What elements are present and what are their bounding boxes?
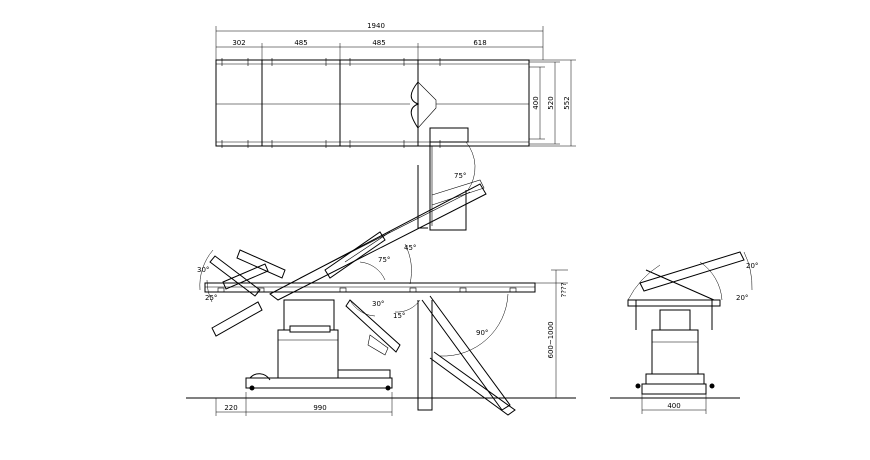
side-view: 30° 25° 75° 30° 15° 90° 45° ???? 600~100…	[186, 183, 576, 416]
dim-width-mid: 520	[547, 96, 555, 109]
dim-base-offset: 220	[224, 404, 237, 412]
angle-seat: 30°	[372, 300, 384, 308]
dim-seg-3: 485	[372, 39, 385, 47]
dim-seg-1: 302	[232, 39, 245, 47]
dim-height-range: 600~1000	[547, 321, 555, 358]
dim-top-height: ????	[560, 282, 568, 297]
angle-tilt-right: 20°	[736, 294, 748, 302]
angle-leg-lower: 90°	[476, 329, 488, 337]
dim-seg-2: 485	[294, 39, 307, 47]
angle-leg-upper: 45°	[404, 244, 416, 252]
dim-width-outer: 552	[563, 96, 571, 109]
top-view: 1940 302 485 485 618	[215, 22, 576, 231]
dim-width-inner: 400	[532, 96, 540, 109]
end-view: 20° 20° 400	[610, 251, 758, 414]
angle-foot-upper: 15°	[393, 312, 405, 320]
angle-head-upper: 30°	[197, 266, 209, 274]
angle-head-lower: 25°	[205, 294, 217, 302]
angle-top-view: 75°	[454, 172, 466, 180]
dim-end-base-width: 400	[667, 402, 680, 410]
dim-base-length: 990	[313, 404, 326, 412]
angle-tilt-left: 20°	[746, 262, 758, 270]
angle-back: 75°	[378, 256, 390, 264]
dim-seg-4: 618	[473, 39, 486, 47]
dim-total-length: 1940	[367, 22, 385, 30]
